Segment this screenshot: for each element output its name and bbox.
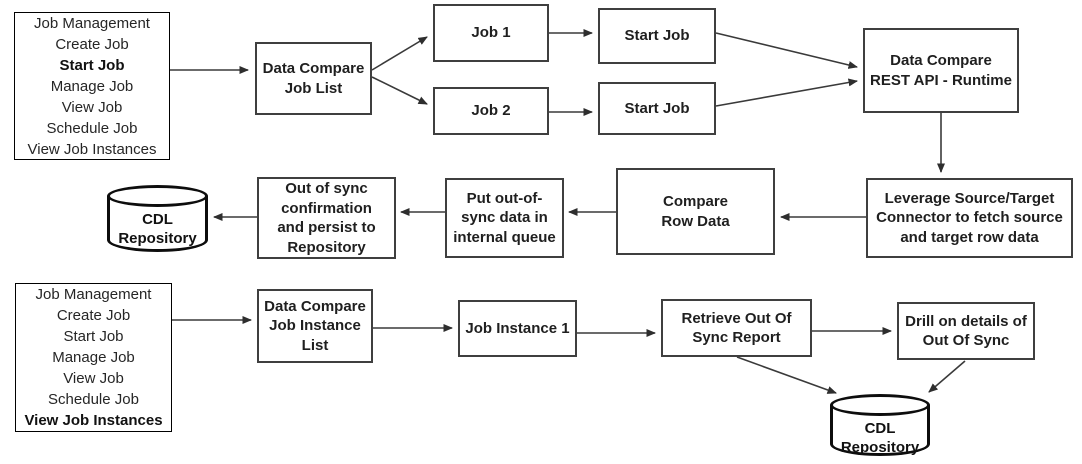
- node-job-instance-1: Job Instance 1: [458, 300, 577, 357]
- node-label: Job 1: [471, 24, 511, 42]
- node-label: Start Job: [624, 99, 690, 117]
- node-label: Job Instance 1: [465, 319, 570, 337]
- node-leverage-connector: Leverage Source/Target Connector to fetc…: [866, 178, 1073, 258]
- arrow-startjob1-to-restapi: [715, 32, 858, 69]
- node-label: Data Compare Job List: [262, 60, 365, 97]
- node-job-1: Job 1: [433, 4, 549, 62]
- menu-item-create-job: Create Job: [56, 307, 131, 324]
- arrow-drill-to-repo2: [928, 360, 966, 393]
- cylinder-top-ellipse: [830, 394, 930, 416]
- node-label: Data Compare Job Instance List: [264, 298, 366, 354]
- menu-item-schedule-job: Schedule Job: [46, 119, 138, 137]
- node-label: Out of sync confirmation and persist to …: [277, 180, 376, 256]
- node-retrieve-out-of-sync-report: Retrieve Out Of Sync Report: [661, 299, 812, 357]
- node-cdl-repository-bottom: CDL Repository: [830, 394, 930, 456]
- node-label: Retrieve Out Of Sync Report: [681, 309, 792, 346]
- node-label: Job 2: [471, 102, 511, 120]
- menu-item-manage-job: Manage Job: [50, 77, 134, 95]
- node-label: Leverage Source/Target Connector to fetc…: [876, 189, 1063, 246]
- node-label: Put out-of- sync data in internal queue: [453, 190, 556, 246]
- cylinder-body: [107, 196, 208, 252]
- node-out-of-sync-confirmation: Out of sync confirmation and persist to …: [257, 177, 396, 259]
- node-label: Drill on details of Out Of Sync: [905, 312, 1027, 349]
- node-put-out-of-sync-queue: Put out-of- sync data in internal queue: [445, 178, 564, 258]
- menu-item-create-job: Create Job: [55, 35, 129, 53]
- node-data-compare-rest-api-runtime: Data Compare REST API - Runtime: [863, 28, 1019, 113]
- node-job-management-menu-top: Job Management Create Job Start Job Mana…: [14, 12, 170, 160]
- node-job-management-menu-bottom: Job Management Create Job Start Job Mana…: [15, 283, 172, 432]
- menu-item-job-management: Job Management: [34, 14, 150, 32]
- node-label: Compare Row Data: [661, 193, 730, 230]
- menu-item-start-job: Start Job: [59, 56, 125, 74]
- node-label: CDL Repository: [840, 420, 920, 456]
- menu-item-view-job: View Job: [61, 98, 123, 116]
- node-cdl-repository-top: CDL Repository: [107, 185, 208, 252]
- menu-item-manage-job: Manage Job: [52, 349, 135, 366]
- node-compare-row-data: Compare Row Data: [616, 168, 775, 255]
- menu-item-view-job: View Job: [63, 370, 124, 387]
- menu-item-start-job: Start Job: [63, 328, 124, 345]
- menu-item-job-management: Job Management: [35, 286, 152, 303]
- node-label: Start Job: [624, 27, 690, 45]
- node-start-job-1: Start Job: [598, 8, 716, 64]
- menu-item-view-job-instances: View Job Instances: [27, 140, 157, 158]
- node-data-compare-job-instance-list: Data Compare Job Instance List: [257, 289, 373, 363]
- arrow-retrieve-to-repo2: [736, 356, 837, 394]
- node-label: Data Compare REST API - Runtime: [870, 52, 1012, 89]
- arrow-joblist-to-job1: [371, 36, 428, 71]
- node-data-compare-job-list: Data Compare Job List: [255, 42, 372, 115]
- node-job-2: Job 2: [433, 87, 549, 135]
- cylinder-top-ellipse: [107, 185, 208, 207]
- arrow-joblist-to-job2: [371, 76, 428, 105]
- node-label: CDL Repository: [118, 211, 197, 247]
- node-drill-on-details: Drill on details of Out Of Sync: [897, 302, 1035, 360]
- menu-item-schedule-job: Schedule Job: [48, 391, 139, 408]
- arrow-startjob2-to-restapi: [715, 78, 858, 107]
- node-start-job-2: Start Job: [598, 82, 716, 135]
- menu-item-view-job-instances: View Job Instances: [24, 412, 163, 429]
